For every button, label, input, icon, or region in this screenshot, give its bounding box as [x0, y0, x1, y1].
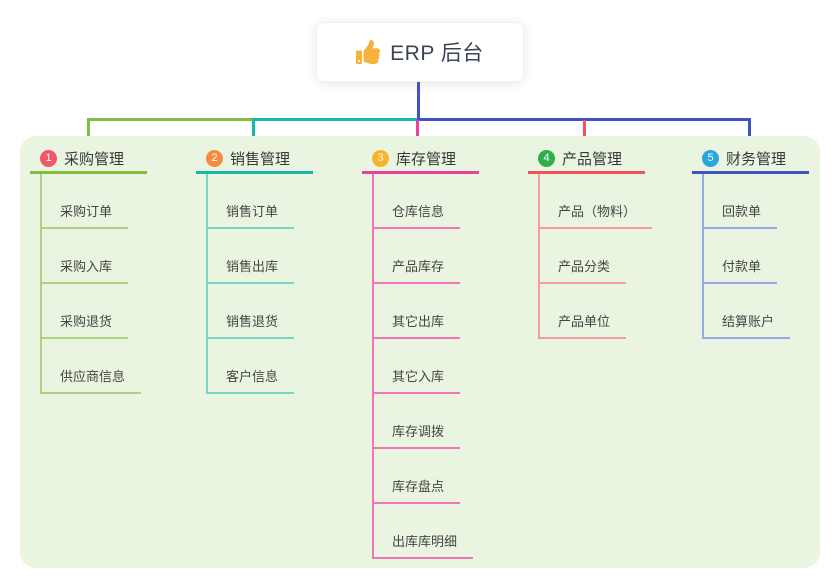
branch-inventory-label: 库存管理 — [396, 151, 457, 168]
branch-finance-title[interactable]: 5 财务管理 — [692, 146, 809, 174]
node-item: 其它入库 — [374, 339, 479, 394]
branch-product: 4 产品管理 产品（物料） 产品分类 产品单位 — [528, 146, 653, 339]
branch-purchase-badge: 1 — [40, 150, 57, 167]
node-label[interactable]: 库存调拨 — [374, 421, 461, 449]
thumbs-up-icon — [356, 40, 381, 64]
node-label[interactable]: 采购退货 — [42, 311, 129, 339]
node-label[interactable]: 其它入库 — [374, 366, 461, 394]
branch-product-title[interactable]: 4 产品管理 — [528, 146, 645, 174]
node-label[interactable]: 产品分类 — [540, 256, 627, 284]
branch-inventory: 3 库存管理 仓库信息 产品库存 其它出库 其它入库 库存调拨 库存盘点 出库库… — [362, 146, 479, 559]
branch-product-children: 产品（物料） 产品分类 产品单位 — [538, 174, 653, 339]
node-item: 其它出库 — [374, 284, 479, 339]
node-label[interactable]: 出库库明细 — [374, 531, 474, 559]
branch-finance-label: 财务管理 — [726, 151, 787, 168]
branch-purchase: 1 采购管理 采购订单 采购入库 采购退货 供应商信息 — [30, 146, 147, 394]
node-label[interactable]: 产品单位 — [540, 311, 627, 339]
connector-drop-sales — [252, 118, 255, 148]
node-label[interactable]: 销售订单 — [208, 201, 295, 229]
node-label[interactable]: 产品库存 — [374, 256, 461, 284]
branch-inventory-title[interactable]: 3 库存管理 — [362, 146, 479, 174]
root-label: ERP 后台 — [390, 42, 484, 65]
node-label[interactable]: 销售退货 — [208, 311, 295, 339]
branch-finance: 5 财务管理 回款单 付款单 结算账户 — [692, 146, 809, 339]
node-label[interactable]: 客户信息 — [208, 366, 295, 394]
branch-finance-children: 回款单 付款单 结算账户 — [702, 174, 809, 339]
node-item: 库存盘点 — [374, 449, 479, 504]
connector-drop-product — [583, 120, 586, 148]
node-label[interactable]: 结算账户 — [704, 311, 791, 339]
node-item: 销售出库 — [208, 229, 313, 284]
node-item: 回款单 — [704, 174, 809, 229]
branch-sales-badge: 2 — [206, 150, 223, 167]
root-node[interactable]: ERP 后台 — [316, 22, 524, 82]
node-item: 采购退货 — [42, 284, 147, 339]
branch-sales-label: 销售管理 — [230, 151, 291, 168]
branch-purchase-title[interactable]: 1 采购管理 — [30, 146, 147, 174]
node-label[interactable]: 采购入库 — [42, 256, 129, 284]
node-item: 销售订单 — [208, 174, 313, 229]
branch-purchase-label: 采购管理 — [64, 151, 125, 168]
connector-drop-finance — [748, 118, 751, 148]
connector-drop-purchase — [87, 118, 90, 148]
node-item: 产品库存 — [374, 229, 479, 284]
node-label[interactable]: 仓库信息 — [374, 201, 461, 229]
node-label[interactable]: 回款单 — [704, 201, 778, 229]
node-item: 销售退货 — [208, 284, 313, 339]
branch-finance-badge: 5 — [702, 150, 719, 167]
branch-purchase-children: 采购订单 采购入库 采购退货 供应商信息 — [40, 174, 147, 394]
node-item: 客户信息 — [208, 339, 313, 394]
node-item: 仓库信息 — [374, 174, 479, 229]
node-item: 产品分类 — [540, 229, 645, 284]
branch-sales-title[interactable]: 2 销售管理 — [196, 146, 313, 174]
branch-sales: 2 销售管理 销售订单 销售出库 销售退货 客户信息 — [196, 146, 313, 394]
node-item: 结算账户 — [704, 284, 809, 339]
node-item: 产品单位 — [540, 284, 645, 339]
branch-inventory-badge: 3 — [372, 150, 389, 167]
node-label[interactable]: 供应商信息 — [42, 366, 142, 394]
branch-product-badge: 4 — [538, 150, 555, 167]
node-label[interactable]: 产品（物料） — [540, 201, 653, 229]
node-label[interactable]: 库存盘点 — [374, 476, 461, 504]
branch-sales-children: 销售订单 销售出库 销售退货 客户信息 — [206, 174, 313, 394]
node-item: 采购订单 — [42, 174, 147, 229]
branch-inventory-children: 仓库信息 产品库存 其它出库 其它入库 库存调拨 库存盘点 出库库明细 — [372, 174, 479, 559]
node-label[interactable]: 销售出库 — [208, 256, 295, 284]
connector-bus-purchase — [87, 118, 255, 121]
node-item: 采购入库 — [42, 229, 147, 284]
node-item: 产品（物料） — [540, 174, 653, 229]
node-item: 供应商信息 — [42, 339, 147, 394]
connector-root-drop — [417, 82, 420, 119]
branch-product-label: 产品管理 — [562, 151, 623, 168]
node-label[interactable]: 采购订单 — [42, 201, 129, 229]
node-item: 出库库明细 — [374, 504, 479, 559]
connector-bus-sales — [252, 118, 419, 121]
connector-bus-finance — [417, 118, 751, 121]
node-item: 库存调拨 — [374, 394, 479, 449]
branches-panel — [20, 136, 820, 568]
node-label[interactable]: 其它出库 — [374, 311, 461, 339]
node-item: 付款单 — [704, 229, 809, 284]
node-label[interactable]: 付款单 — [704, 256, 778, 284]
connector-drop-inventory — [416, 120, 419, 148]
